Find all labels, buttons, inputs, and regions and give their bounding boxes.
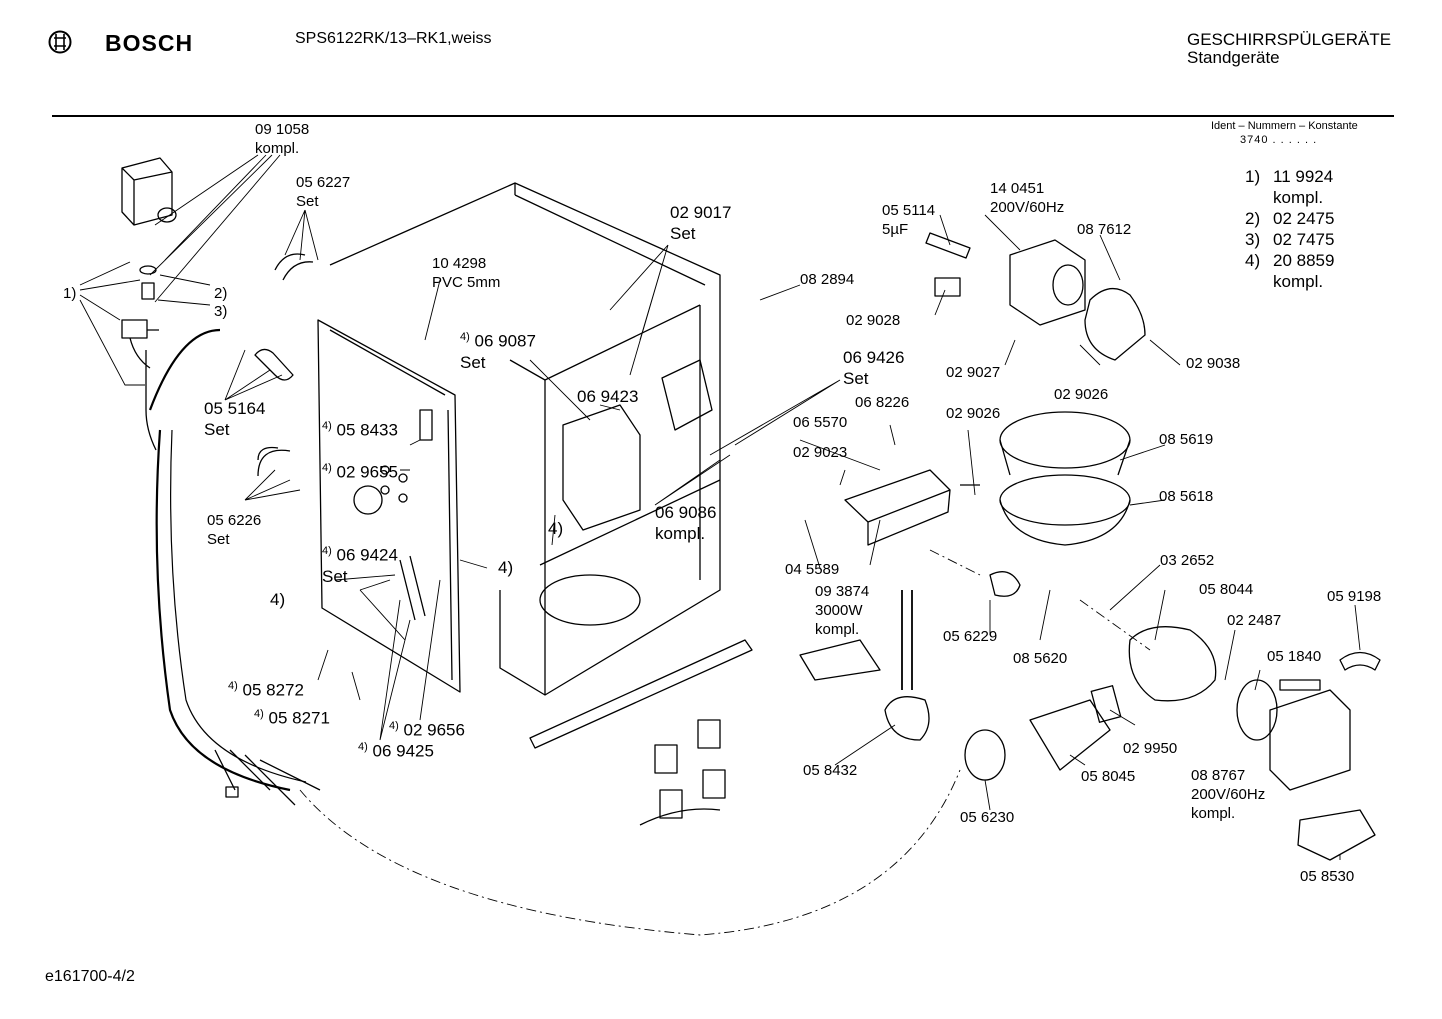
part-label-029023: 02 9023 bbox=[793, 444, 848, 461]
part-label-051840: 05 1840 bbox=[1267, 648, 1322, 665]
part-label-029656: 4) 02 9656 bbox=[389, 720, 465, 740]
pressure-switch-part bbox=[884, 696, 930, 741]
part-label-085620: 08 5620 bbox=[1013, 650, 1068, 667]
part-label-069086: 06 9086 kompl. bbox=[655, 503, 717, 543]
outlet-fitting-part bbox=[1029, 699, 1111, 771]
assembly-axis-line bbox=[299, 549, 1151, 936]
drawing-number: e161700-4/2 bbox=[45, 968, 135, 985]
header-divider bbox=[52, 115, 1394, 117]
footnote-4-extra: kompl. bbox=[1273, 272, 1324, 291]
ident-label: Ident – Nummern – Konstante bbox=[1211, 120, 1358, 132]
seal-ring-part bbox=[1236, 679, 1278, 741]
drain-pump-part bbox=[1269, 679, 1351, 791]
leader-lines bbox=[79, 154, 1361, 860]
model-number: SPS6122RK/13–RK1,weiss bbox=[295, 30, 492, 47]
part-label-029017: 02 9017 Set bbox=[670, 203, 732, 243]
part-label-058433: 4) 05 8433 bbox=[322, 420, 398, 440]
pump-housing-part bbox=[1128, 626, 1217, 702]
part-label-029028: 02 9028 bbox=[846, 312, 901, 329]
part-label-087612: 08 7612 bbox=[1077, 221, 1132, 238]
outlet-hose-part bbox=[964, 729, 1006, 781]
note-1: 1) bbox=[63, 285, 77, 302]
note-4-door: 4) bbox=[270, 590, 286, 609]
sump-filter-part bbox=[999, 411, 1131, 546]
rod-part bbox=[901, 590, 913, 690]
footnote-3: 3)02 7475 bbox=[1245, 230, 1335, 249]
part-label-029038: 02 9038 bbox=[1186, 355, 1241, 372]
part-label-085618: 08 5618 bbox=[1159, 488, 1214, 505]
drain-hose-part bbox=[148, 328, 321, 806]
part-label-091058: 09 1058 kompl. bbox=[255, 121, 310, 157]
ident-value: 3740 . . . . . . bbox=[1240, 134, 1318, 146]
part-label-085619: 08 5619 bbox=[1159, 431, 1214, 448]
category-subtitle: Standgeräte bbox=[1187, 48, 1280, 67]
part-label-056227: 05 6227 Set bbox=[296, 174, 351, 210]
heater-unit-part bbox=[844, 469, 1021, 597]
part-label-029655: 4) 02 9655 bbox=[322, 462, 398, 482]
aquastop-valve-part bbox=[121, 157, 177, 451]
door-panel-part bbox=[317, 319, 461, 693]
hose-elbow-part bbox=[257, 446, 291, 477]
footnote-2: 2)02 2475 bbox=[1245, 209, 1335, 228]
bosch-logo-icon bbox=[48, 30, 72, 54]
footnote-1-extra: kompl. bbox=[1273, 188, 1324, 207]
note-3: 3) bbox=[214, 303, 228, 320]
hose-clamp-part bbox=[254, 348, 294, 381]
part-label-069087: 4) 06 9087 Set bbox=[460, 331, 536, 372]
hose-fitting-part bbox=[274, 253, 314, 281]
footnote-4: 4)20 8859 bbox=[1245, 251, 1335, 270]
bracket-part bbox=[799, 639, 881, 681]
brand-name: BOSCH bbox=[105, 30, 194, 56]
part-label-029950: 02 9950 bbox=[1123, 740, 1178, 757]
part-label-093874: 09 3874 3000W kompl. bbox=[815, 583, 870, 638]
part-label-055164: 05 5164 Set bbox=[204, 399, 266, 439]
part-label-058530: 05 8530 bbox=[1300, 868, 1355, 885]
part-label-045589: 04 5589 bbox=[785, 561, 840, 578]
part-label-056229: 05 6229 bbox=[943, 628, 998, 645]
part-label-058044: 05 8044 bbox=[1199, 581, 1254, 598]
part-label-058432: 05 8432 bbox=[803, 762, 858, 779]
part-label-022487: 02 2487 bbox=[1227, 612, 1282, 629]
cover-part bbox=[1297, 809, 1376, 861]
part-label-055114: 05 5114 5µF bbox=[882, 202, 936, 238]
part-label-059198: 05 9198 bbox=[1327, 588, 1382, 605]
capacitor-part bbox=[925, 232, 971, 259]
part-label-065570: 06 5570 bbox=[793, 414, 848, 431]
cabinet-body-part bbox=[329, 182, 753, 749]
category-title: GESCHIRRSPÜLGERÄTE bbox=[1187, 30, 1392, 49]
part-label-088767: 08 8767 200V/60Hz kompl. bbox=[1191, 767, 1266, 822]
note-2: 2) bbox=[214, 285, 228, 302]
part-label-032652: 03 2652 bbox=[1160, 552, 1215, 569]
part-label-056230: 05 6230 bbox=[960, 809, 1015, 826]
part-label-082894: 08 2894 bbox=[800, 271, 855, 288]
part-label-104298: 10 4298 PVC 5mm bbox=[432, 255, 501, 291]
part-label-068226: 06 8226 bbox=[855, 394, 910, 411]
note-4-cabinet: 4) bbox=[498, 558, 514, 577]
part-label-029026b: 02 9026 bbox=[946, 405, 1001, 422]
footnote-1: 1)11 9924 bbox=[1245, 167, 1334, 186]
part-label-029027: 02 9027 bbox=[946, 364, 1001, 381]
part-label-058045: 05 8045 bbox=[1081, 768, 1136, 785]
part-label-058271: 4) 05 8271 bbox=[254, 708, 330, 728]
part-label-140451: 14 0451 200V/60Hz bbox=[990, 180, 1065, 216]
gasket-part bbox=[1090, 685, 1122, 723]
part-label-056226: 05 6226 Set bbox=[207, 512, 262, 548]
part-label-069425: 4) 06 9425 bbox=[358, 741, 434, 761]
connector-bundle-part bbox=[639, 719, 726, 826]
part-label-058272: 4) 05 8272 bbox=[228, 680, 304, 700]
terminal-part bbox=[934, 277, 961, 297]
circulation-motor-part bbox=[1009, 239, 1146, 361]
part-label-069424: 4) 06 9424 Set bbox=[322, 545, 398, 586]
dispenser-part bbox=[562, 404, 641, 531]
part-label-069423: 06 9423 bbox=[577, 387, 639, 406]
retaining-clip-part bbox=[1339, 651, 1381, 671]
part-label-029026a: 02 9026 bbox=[1054, 386, 1109, 403]
detergent-cover-part bbox=[661, 359, 713, 431]
note-4-dispenser: 4) bbox=[548, 519, 564, 538]
part-label-069426: 06 9426 Set bbox=[843, 348, 905, 388]
